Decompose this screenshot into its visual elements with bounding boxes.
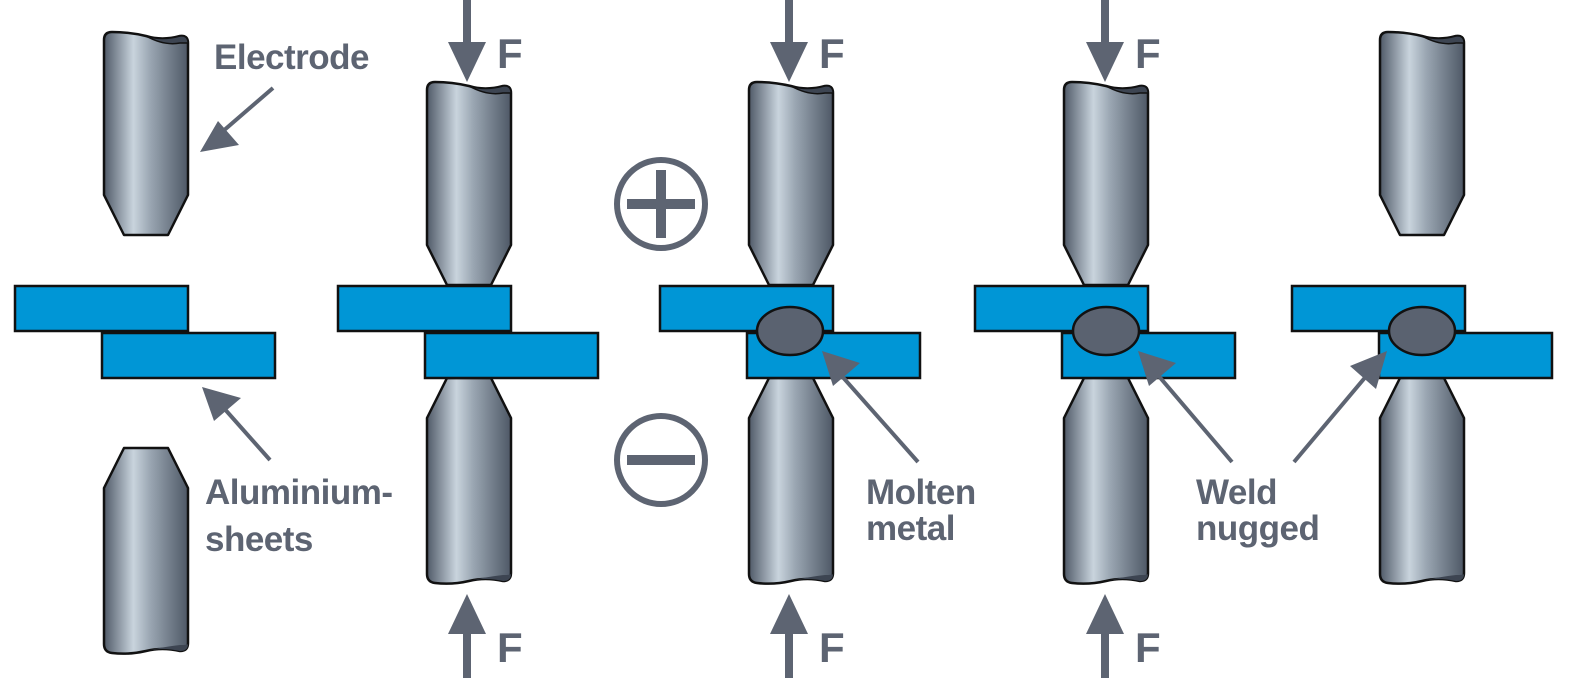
weld-nugget-pointer-arrow-left [1138,351,1234,464]
weld-nugget-pointer-arrow-right [1292,351,1387,464]
lower-electrode [747,376,835,585]
force-label-bottom: F [819,624,845,671]
stage-5 [1290,30,1554,585]
electrode-pointer-arrow [200,86,275,152]
upper-electrode [425,80,513,287]
lower-electrode [425,376,513,585]
molten-metal-pointer-arrow [822,351,920,464]
stage-3: F F Molten metal [614,0,976,678]
upper-electrode [102,30,190,237]
aluminium-sheets-label-line2: sheets [205,520,313,559]
top-sheet [13,284,190,333]
weld-nugget-label-line1: Weld [1196,473,1277,512]
force-arrow-top [1086,0,1124,82]
weld-nugget [1387,305,1457,357]
aluminium-sheets-label-line1: Aluminium- [205,473,392,512]
force-arrow-top [770,0,808,82]
lower-electrode [102,446,190,655]
force-label-top: F [1135,30,1161,77]
upper-electrode [747,80,835,287]
force-label-bottom: F [497,624,523,671]
force-arrow-bottom [448,594,486,678]
force-arrow-bottom [770,594,808,678]
force-arrow-top [448,0,486,82]
molten-metal-label-line2: metal [866,509,955,548]
lower-electrode [1062,376,1150,585]
force-label-top: F [819,30,845,77]
molten-metal-nugget [755,305,825,357]
negative-terminal-icon [614,413,708,507]
stage-1: Electrode Aluminium- sheets [13,30,393,655]
molten-metal-label-line1: Molten [866,473,976,512]
upper-electrode [1378,30,1466,237]
stage-2: F F [336,0,600,678]
bottom-sheet [100,331,277,380]
bottom-sheet [423,331,600,380]
weld-nugget-label-line2: nugged [1196,509,1319,548]
upper-electrode [1062,80,1150,287]
force-arrow-bottom [1086,594,1124,678]
top-sheet [336,284,513,333]
electrode-label: Electrode [214,38,369,77]
stage-4: F F [973,0,1237,678]
weld-nugget [1071,305,1141,357]
positive-terminal-icon [614,157,708,251]
sheets-pointer-arrow [202,387,272,462]
force-label-top: F [497,30,523,77]
force-label-bottom: F [1135,624,1161,671]
lower-electrode [1378,376,1466,585]
